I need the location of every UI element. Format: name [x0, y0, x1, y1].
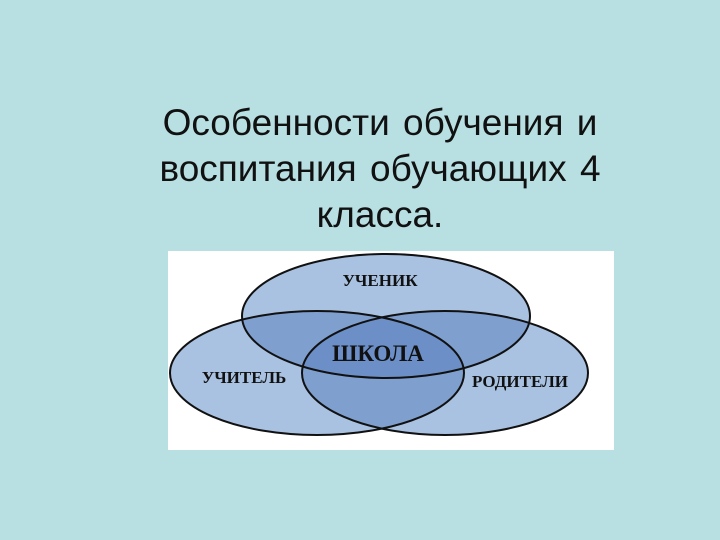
label-parents: РОДИТЕЛИ: [472, 372, 568, 391]
title-line-1: Особенности обучения и: [162, 102, 598, 143]
venn-diagram: УЧЕНИК УЧИТЕЛЬ РОДИТЕЛИ ШКОЛА: [169, 253, 589, 436]
label-school: ШКОЛА: [332, 341, 424, 366]
title-line-3: класса.: [316, 194, 444, 235]
ellipse-teacher: [169, 310, 465, 436]
label-teacher: УЧИТЕЛЬ: [202, 368, 287, 387]
title-line-2: воспитания обучающих 4: [159, 148, 601, 189]
venn-diagram-image: УЧЕНИК УЧИТЕЛЬ РОДИТЕЛИ ШКОЛА: [168, 251, 614, 450]
ellipse-outlines: [169, 253, 589, 436]
ellipse-parents: [301, 310, 589, 436]
slide-title: Особенности обучения и воспитания обучаю…: [120, 100, 640, 238]
label-student: УЧЕНИК: [342, 271, 418, 290]
ellipse-student: [241, 253, 531, 379]
